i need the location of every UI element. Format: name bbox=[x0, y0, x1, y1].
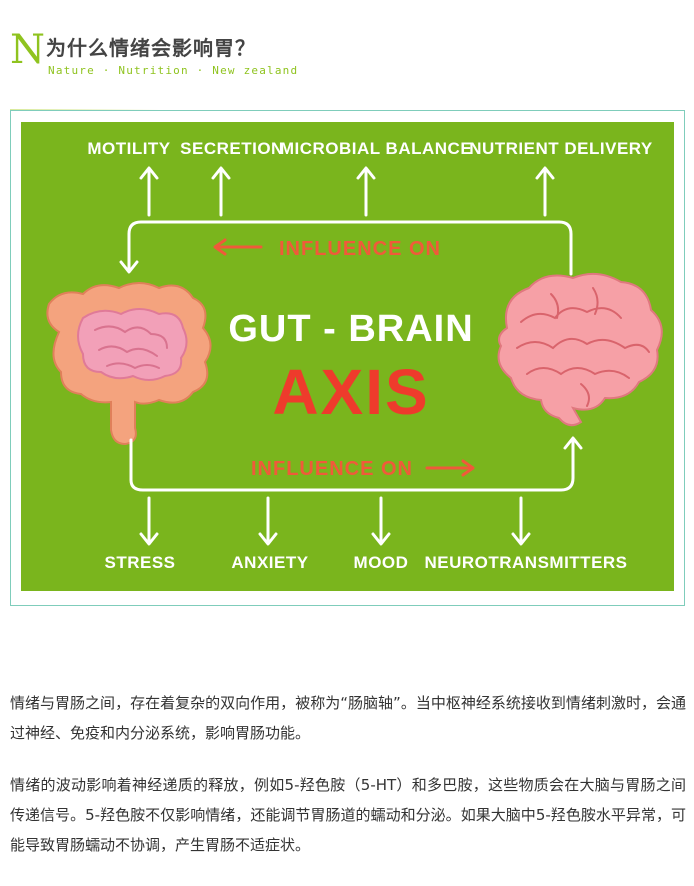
figure-title-line2: AXIS bbox=[272, 356, 429, 428]
label-neurotransmitters: NEUROTRANSMITTERS bbox=[424, 553, 627, 572]
label-nutrient-delivery: NUTRIENT DELIVERY bbox=[469, 139, 653, 158]
influence-bottom-label: INFLUENCE ON bbox=[251, 458, 413, 480]
arrow-down-icon bbox=[119, 260, 139, 274]
arrow-down-icon bbox=[258, 496, 278, 546]
arrow-up-icon bbox=[356, 166, 376, 217]
paragraph-2: 情绪的波动影响着神经递质的释放，例如5-羟色胺（5-HT）和多巴胺，这些物质会在… bbox=[10, 776, 686, 854]
arrow-down-icon bbox=[371, 496, 391, 546]
label-motility: MOTILITY bbox=[87, 139, 170, 158]
header-subtitle: Nature · Nutrition · New zealand bbox=[48, 64, 299, 77]
header-initial-letter: N bbox=[10, 27, 45, 73]
top-arrows bbox=[139, 166, 555, 217]
label-mood: MOOD bbox=[354, 553, 409, 572]
influence-bottom: INFLUENCE ON bbox=[251, 458, 475, 480]
label-stress: STRESS bbox=[104, 553, 175, 572]
label-secretion: SECRETION bbox=[180, 139, 284, 158]
arrow-up-icon bbox=[535, 166, 555, 217]
intestine-illustration bbox=[46, 282, 212, 446]
bottom-loop bbox=[129, 436, 583, 492]
bottom-arrows bbox=[139, 496, 531, 546]
gut-brain-axis-illustration: MOTILITY SECRETION MICROBIAL BALANCE NUT… bbox=[21, 122, 674, 591]
arrow-up-icon bbox=[139, 166, 159, 217]
top-loop bbox=[119, 220, 573, 276]
arrow-left-icon bbox=[213, 238, 263, 256]
arrow-right-icon bbox=[425, 459, 475, 477]
paragraph-1: 情绪与胃肠之间，存在着复杂的双向作用，被称为“肠脑轴”。当中枢神经系统接收到情绪… bbox=[10, 694, 686, 742]
brain-illustration bbox=[497, 272, 663, 427]
label-anxiety: ANXIETY bbox=[231, 553, 308, 572]
arrow-down-icon bbox=[511, 496, 531, 546]
figure-title-line1: GUT - BRAIN bbox=[228, 308, 473, 350]
label-microbial-balance: MICROBIAL BALANCE bbox=[280, 139, 472, 158]
section-header: N 为什么情绪会影响胃？ Nature · Nutrition · New ze… bbox=[10, 24, 570, 84]
arrow-up-icon bbox=[211, 166, 231, 217]
page-title: 为什么情绪会影响胃？ bbox=[46, 36, 256, 60]
influence-top: INFLUENCE ON bbox=[213, 238, 441, 260]
arrow-down-icon bbox=[139, 496, 159, 546]
influence-top-label: INFLUENCE ON bbox=[279, 238, 441, 260]
arrow-up-icon bbox=[563, 436, 583, 450]
